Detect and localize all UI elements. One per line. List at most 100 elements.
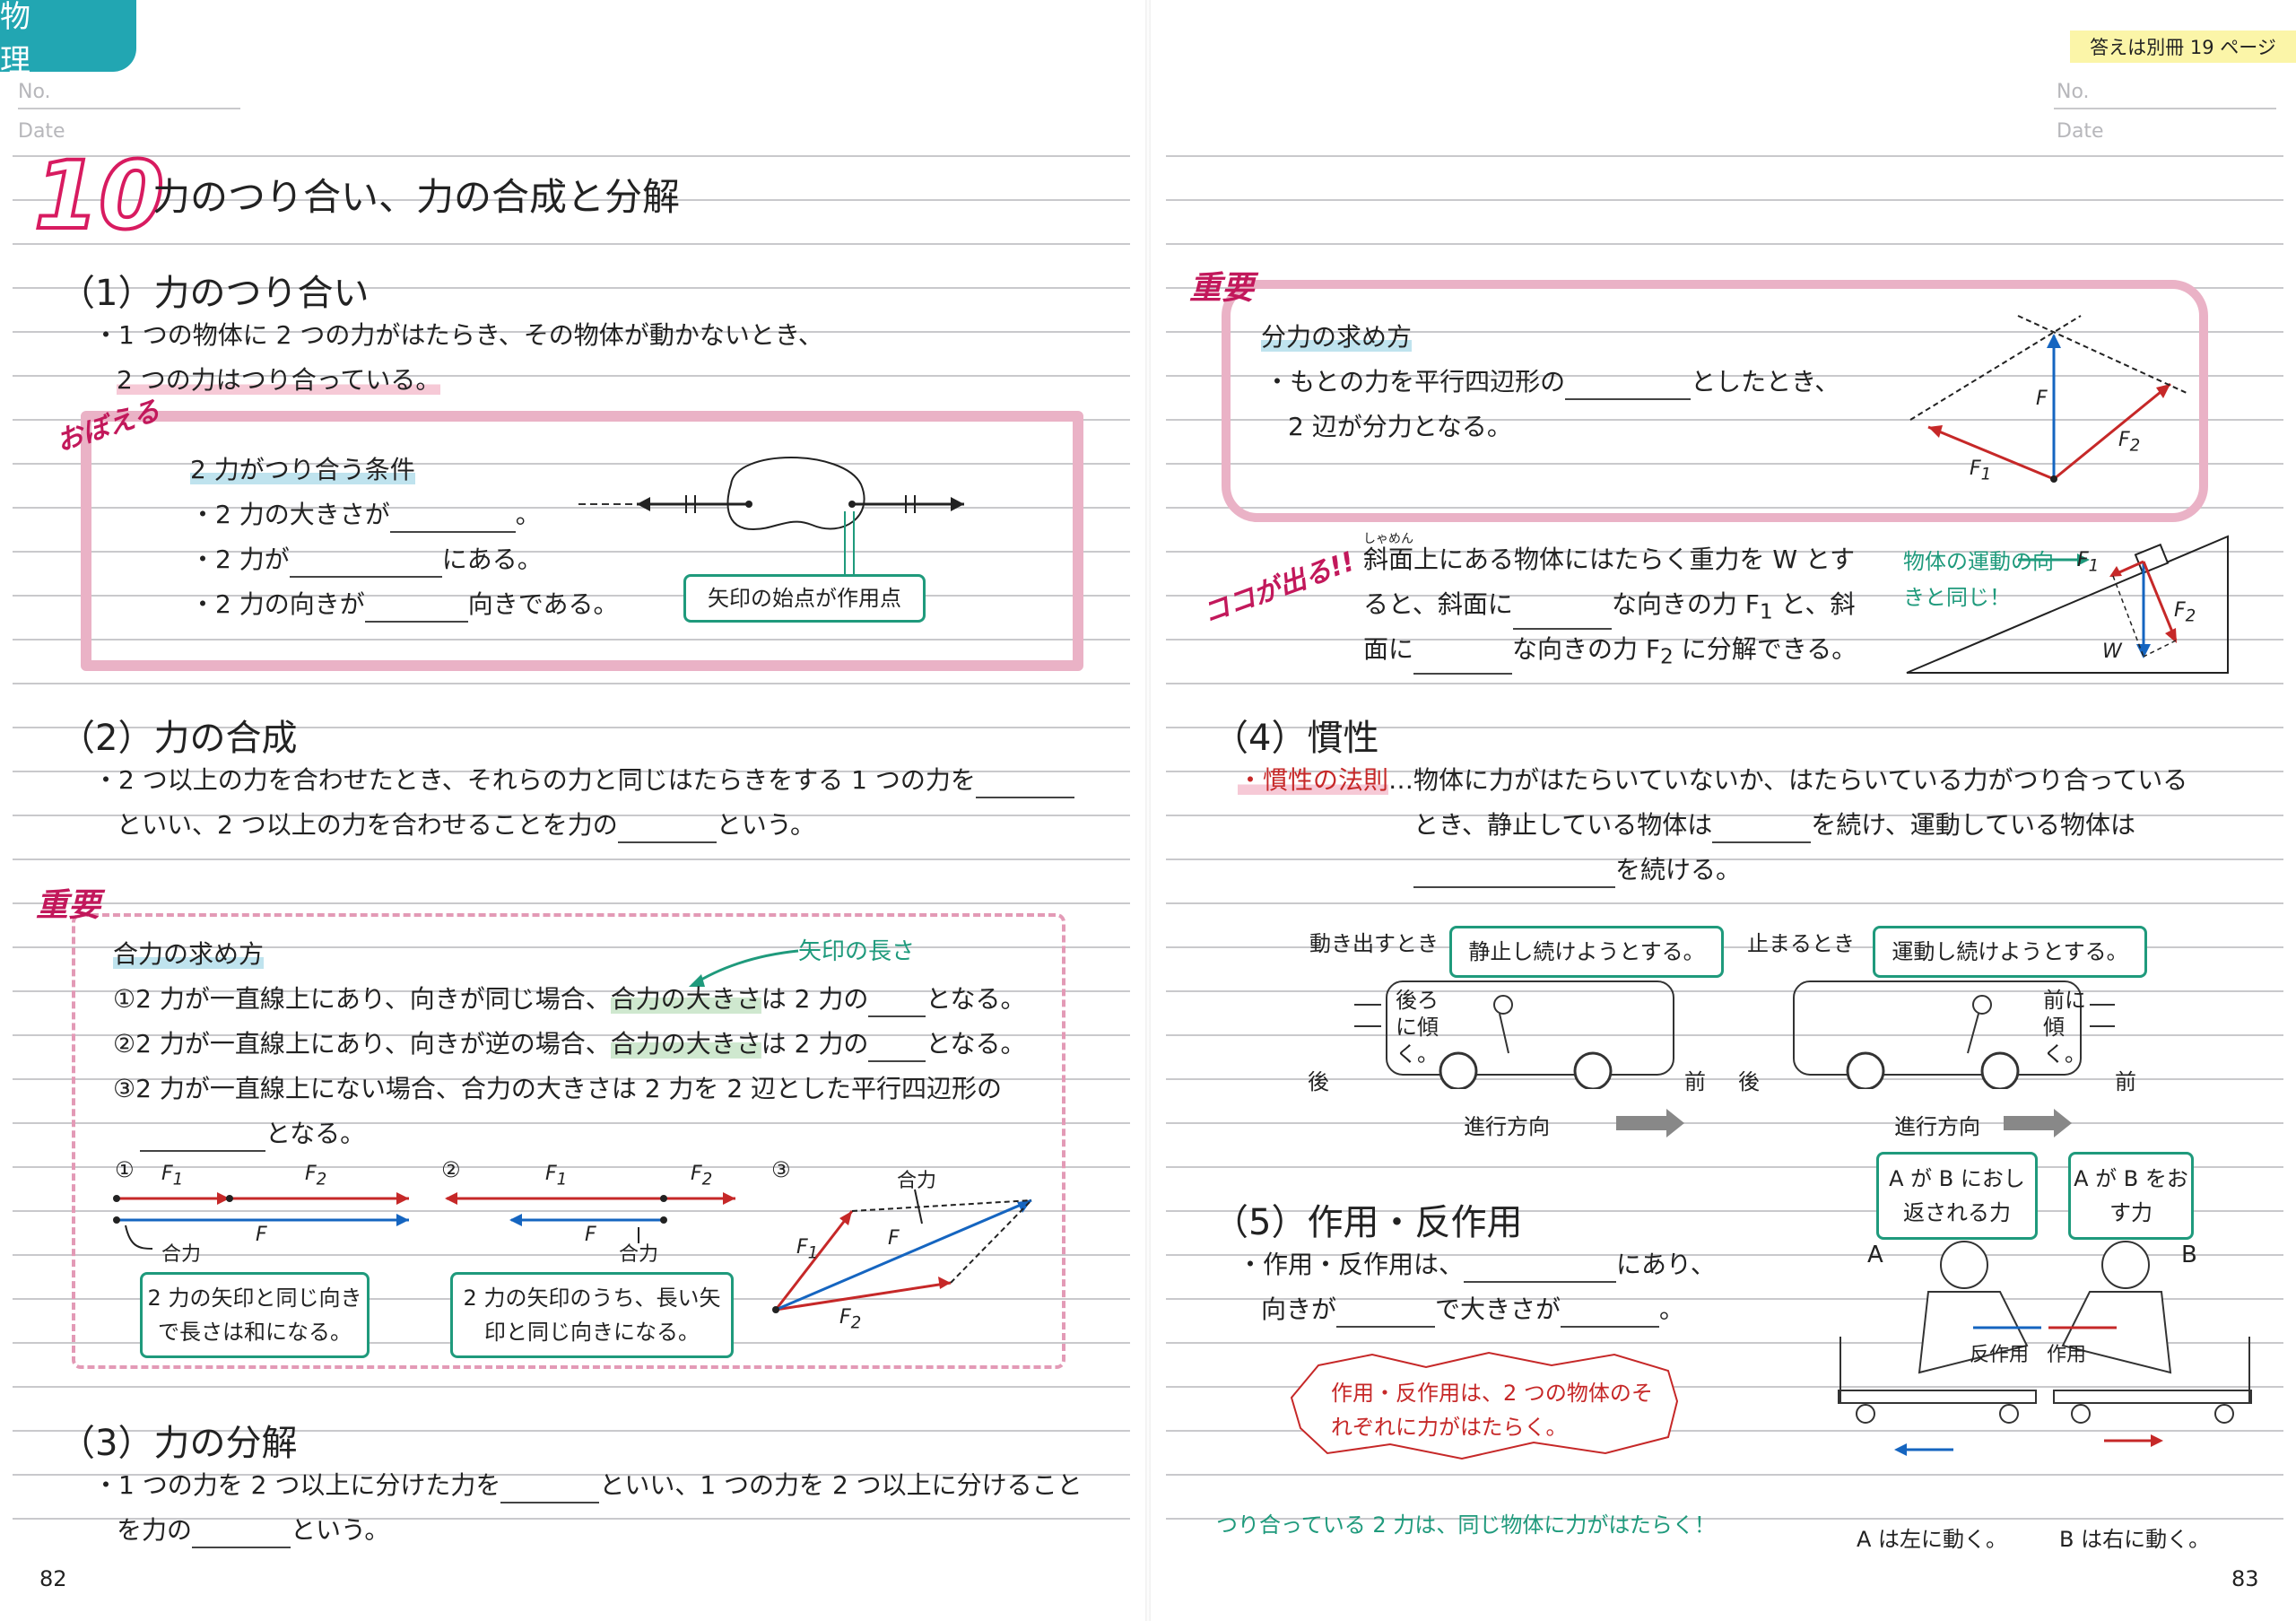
start-point-callout: 矢印の始点が作用点 [683,574,926,623]
memorize-box [81,411,1083,671]
action-label: 作用 [2047,1344,2087,1366]
s2-box-title: 合力の求め方 [113,939,265,969]
koko-line2: ると、斜面にな向きの力 F1 と、斜 [1363,587,1856,630]
s4-line2: とき、静止している物体はを続け、運動している物体は [1413,807,2135,843]
reaction-label: 反作用 [1970,1344,2030,1366]
d3-f1: F1 [796,1236,819,1263]
date-label: Date [18,120,65,143]
decomp-title: 分力の求め方 [1261,322,1413,352]
arrow-length-pointer [689,949,799,987]
bus2-illustration [1793,980,2115,1089]
date-label-right: Date [2057,120,2104,143]
s4-line1: ・慣性の法則…物体に力がはたらいていないか、はたらいている力がつり合っている [1238,765,2188,795]
bus1-direction: 進行方向 [1464,1114,1550,1139]
d2-f1: F1 [545,1163,568,1190]
section-5-heading: （5）作用・反作用 [1213,1202,1523,1243]
person-a-label: A [1867,1242,1883,1268]
decomp-f: F [2036,388,2048,410]
s5-line1: ・作用・反作用は、にあり、 [1238,1247,1716,1283]
important-tag-2: 重要 [1189,270,1255,307]
d3-result: 合力 [897,1170,937,1192]
important-box-composition [72,913,1065,1369]
ruby-shamen: しゃめん [1363,532,1413,546]
important-box-decomposition [1222,280,2208,522]
answer-reference: 答えは別冊 19 ページ [2070,31,2296,63]
bus2-front: 前 [2115,1069,2136,1094]
bus2-direction-arrow [2004,1109,2072,1137]
s1-cond-2: ・2 力がにある。 [190,542,543,578]
bus2-back: 後 [1738,1069,1760,1094]
motion-direction-note: 物体の運動の向きと同じ！ [1903,549,2054,610]
explain-box-1: 2 力の矢印と同じ向きで長さは和になる。 [140,1272,370,1358]
s2-rule-3: ③2 力が一直線上にない場合、合力の大きさは 2 力を 2 辺とした平行四辺形の [113,1074,1003,1103]
bus2-lean: 前に傾く。 [2043,988,2086,1067]
diagram-3-num: ③ [771,1157,791,1182]
decomp-f1: F1 [1970,458,1992,484]
incline-f1: F1 [2077,549,2100,576]
page-number-left: 82 [39,1566,67,1591]
no-label-right: No. [2057,81,2090,103]
koko-line1: 斜面上にある物体にはたらく重力を W とす [1363,545,1856,574]
s1-cond-3: ・2 力の向きが向きである。 [190,587,618,623]
balance-note: つり合っている 2 力は、同じ物体に力がはたらく！ [1216,1512,1716,1538]
diagram-2-arrows [445,1192,735,1243]
push-carts-illustration [1838,1241,2252,1456]
s2-line1: ・2 つ以上の力を合わせたとき、それらの力と同じはたらきをする 1 つの力を [93,763,1074,798]
diagram-1-num: ① [115,1157,135,1182]
bus1-illustration [1354,980,1674,1089]
d2-f: F [585,1224,596,1246]
b-moves-right: B は右に動く。 [2059,1527,2211,1552]
subject-tab: 物 理 [0,0,136,79]
diagram-2-num: ② [441,1157,461,1182]
decomp-diagram [1909,315,2187,483]
no-label: No. [18,81,51,103]
box-reaction-force: A が B におし返される力 [1876,1152,2038,1240]
section-1-heading: （1）力のつり合い [59,273,370,314]
s2-rule-1: ①2 力が一直線上にあり、向きが同じ場合、合力の大きさは 2 力のとなる。 [113,981,1026,1017]
s4-line3: を続ける。 [1413,852,1741,888]
d3-f: F [888,1227,900,1250]
d3-f2: F2 [839,1306,862,1333]
s1-cond-1: ・2 力の大きさが。 [190,497,541,533]
incline-w: W [2102,641,2122,663]
s1-line1: ・1 つの物体に 2 つの力がはたらき、その物体が動かないとき、 [93,320,823,350]
action-reaction-note: 作用・反作用は、2 つの物体のそれぞれに力がはたらく。 [1331,1381,1653,1440]
d1-f: F [256,1224,267,1246]
person-b-label: B [2181,1242,2197,1268]
chapter-title: 力のつり合い、力の合成と分解 [152,175,681,219]
s2-line2: といい、2 つ以上の力を合わせることを力のという。 [117,807,815,843]
bus1-bubble: 静止し続けようとする。 [1449,926,1724,978]
bus1-front: 前 [1684,1069,1706,1094]
chapter-number: 10 [32,141,166,250]
important-tag-1: 重要 [36,887,101,924]
decomp-line1: ・もとの力を平行四辺形のとしたとき、 [1265,364,1839,400]
bus2-bubble: 運動し続けようとする。 [1873,926,2147,978]
section-4-heading: （4）慣性 [1213,718,1379,759]
section-2-heading: （2）力の合成 [59,718,298,759]
decomp-f2: F2 [2118,429,2141,456]
s3-line1: ・1 つの力を 2 つ以上に分けた力をといい、1 つの力を 2 つ以上に分けるこ… [93,1468,1083,1503]
diagram-3-parallelogram [772,1189,1032,1313]
section-3-heading: （3）力の分解 [59,1423,298,1464]
bus1-lean: 後ろに傾く。 [1396,988,1439,1067]
a-moves-left: A は左に動く。 [1857,1527,2008,1552]
s1-box-title: 2 力がつり合う条件 [190,455,415,484]
bus1-label: 動き出すとき [1309,931,1439,956]
koko-line3: 面にな向きの力 F2 に分解できる。 [1363,632,1857,675]
d1-f2: F2 [305,1163,327,1190]
s5-line2: 向きがで大きさが。 [1261,1292,1684,1328]
d1-result: 合力 [161,1243,202,1266]
d1-f1: F1 [161,1163,184,1190]
box-action-force: A が B をおす力 [2068,1152,2194,1240]
attention-burst [1290,1351,1679,1460]
page-number-right: 83 [2231,1566,2259,1591]
s2-rule-2: ②2 力が一直線上にあり、向きが逆の場合、合力の大きさは 2 力のとなる。 [113,1026,1026,1062]
arrow-length-note: 矢印の長さ [798,938,916,965]
bus1-direction-arrow [1616,1109,1684,1137]
incline-diagram [1906,535,2229,674]
bus2-direction: 進行方向 [1894,1114,1980,1139]
s1-line2: 2 つの力はつり合っている。 [117,365,441,395]
explain-box-2: 2 力の矢印のうち、長い矢印と同じ向きになる。 [450,1272,734,1358]
s2-rule-3b: となる。 [140,1116,365,1152]
bus1-back: 後 [1308,1069,1329,1094]
